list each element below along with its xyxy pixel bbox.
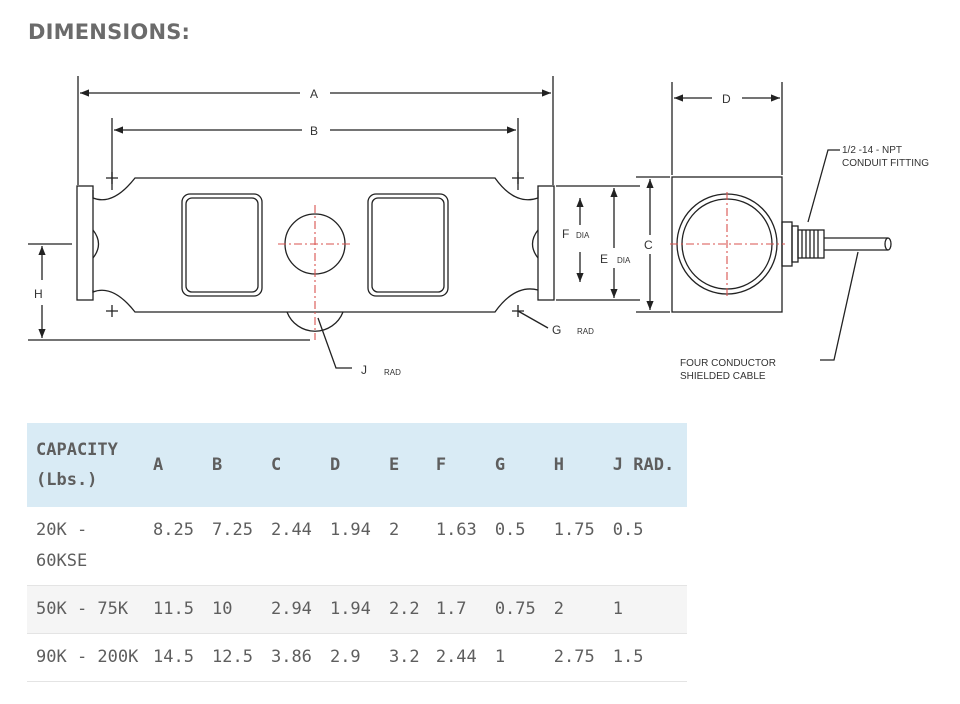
cell-capacity: 90K - 200K	[36, 647, 139, 667]
cell-h: 2.75	[553, 647, 595, 667]
cell-a: 8.25	[153, 520, 194, 540]
table-row: 20K -60KSE 8.25 7.25 2.44 1.94 2 1.63 0.…	[27, 507, 687, 586]
dim-h-label: H	[34, 287, 43, 301]
dimensions-table: CAPACITY (Lbs.) A B C D E F G H J RAD. 2…	[27, 423, 687, 682]
header-capacity: CAPACITY (Lbs.)	[36, 440, 118, 490]
header-a: A	[153, 455, 164, 475]
header-e: E	[388, 455, 400, 475]
cell-f: 1.7	[435, 599, 467, 619]
cell-j: 0.5	[612, 520, 644, 540]
dim-d-label: D	[722, 92, 731, 106]
header-d: D	[329, 455, 341, 475]
cell-b: 10	[211, 599, 233, 619]
cell-g: 0.75	[494, 599, 536, 619]
dim-f-sub: DIA	[576, 231, 590, 240]
dim-e-sub: DIA	[617, 256, 631, 265]
cell-g: 1	[494, 647, 506, 667]
cable-label-line1: FOUR CONDUCTOR	[680, 358, 776, 369]
table-row: 50K - 75K 11.5 10 2.94 1.94 2.2 1.7 0.75…	[27, 585, 687, 634]
cell-f: 2.44	[435, 647, 477, 667]
dim-j-label: J	[361, 363, 367, 377]
conduit-label-line2: CONDUIT FITTING	[842, 158, 929, 169]
cell-e: 3.2	[388, 647, 420, 667]
conduit-label-line1: 1/2 -14 - NPT	[842, 145, 902, 156]
dim-g-sub: RAD	[577, 327, 594, 336]
cell-c: 2.94	[270, 599, 312, 619]
cell-h: 1.75	[553, 520, 595, 540]
dim-a-label: A	[310, 87, 318, 101]
table-row: 90K - 200K 14.5 12.5 3.86 2.9 3.2 2.44 1…	[27, 634, 687, 682]
dim-b-label: B	[310, 124, 318, 138]
cable-label-line2: SHIELDED CABLE	[680, 371, 766, 382]
dim-f-label: F	[562, 227, 569, 241]
dimension-drawing: A B D C H F DIA E DIA G RAD J RAD 1/2 -1…	[28, 76, 929, 382]
header-h: H	[553, 455, 565, 475]
cell-c: 3.86	[270, 647, 312, 667]
cell-b: 12.5	[211, 647, 253, 667]
cell-e: 2.2	[388, 599, 420, 619]
cell-f: 1.63	[435, 520, 477, 540]
dim-c-label: C	[644, 238, 653, 252]
header-b: B	[211, 455, 223, 475]
cell-a: 14.5	[153, 647, 194, 667]
dim-j-sub: RAD	[384, 368, 401, 377]
table-header-row: CAPACITY (Lbs.) A B C D E F G H J RAD.	[27, 423, 687, 507]
cell-d: 2.9	[329, 647, 361, 667]
dim-g-label: G	[552, 323, 561, 337]
cell-capacity: 20K -60KSE	[36, 520, 88, 571]
cell-capacity: 50K - 75K	[36, 599, 129, 619]
header-c: C	[270, 455, 282, 475]
header-f: F	[435, 455, 447, 475]
cell-h: 2	[553, 599, 565, 619]
cell-j: 1	[612, 599, 624, 619]
header-g: G	[494, 455, 506, 475]
cell-d: 1.94	[329, 599, 371, 619]
cell-g: 0.5	[494, 520, 526, 540]
page-title: DIMENSIONS:	[28, 20, 191, 44]
cell-j: 1.5	[612, 647, 644, 667]
cell-b: 7.25	[211, 520, 253, 540]
dim-e-label: E	[600, 252, 608, 266]
header-j-rad: J RAD.	[612, 455, 675, 475]
cell-d: 1.94	[329, 520, 371, 540]
cell-a: 11.5	[153, 599, 194, 619]
cell-e: 2	[388, 520, 400, 540]
cell-c: 2.44	[270, 520, 312, 540]
